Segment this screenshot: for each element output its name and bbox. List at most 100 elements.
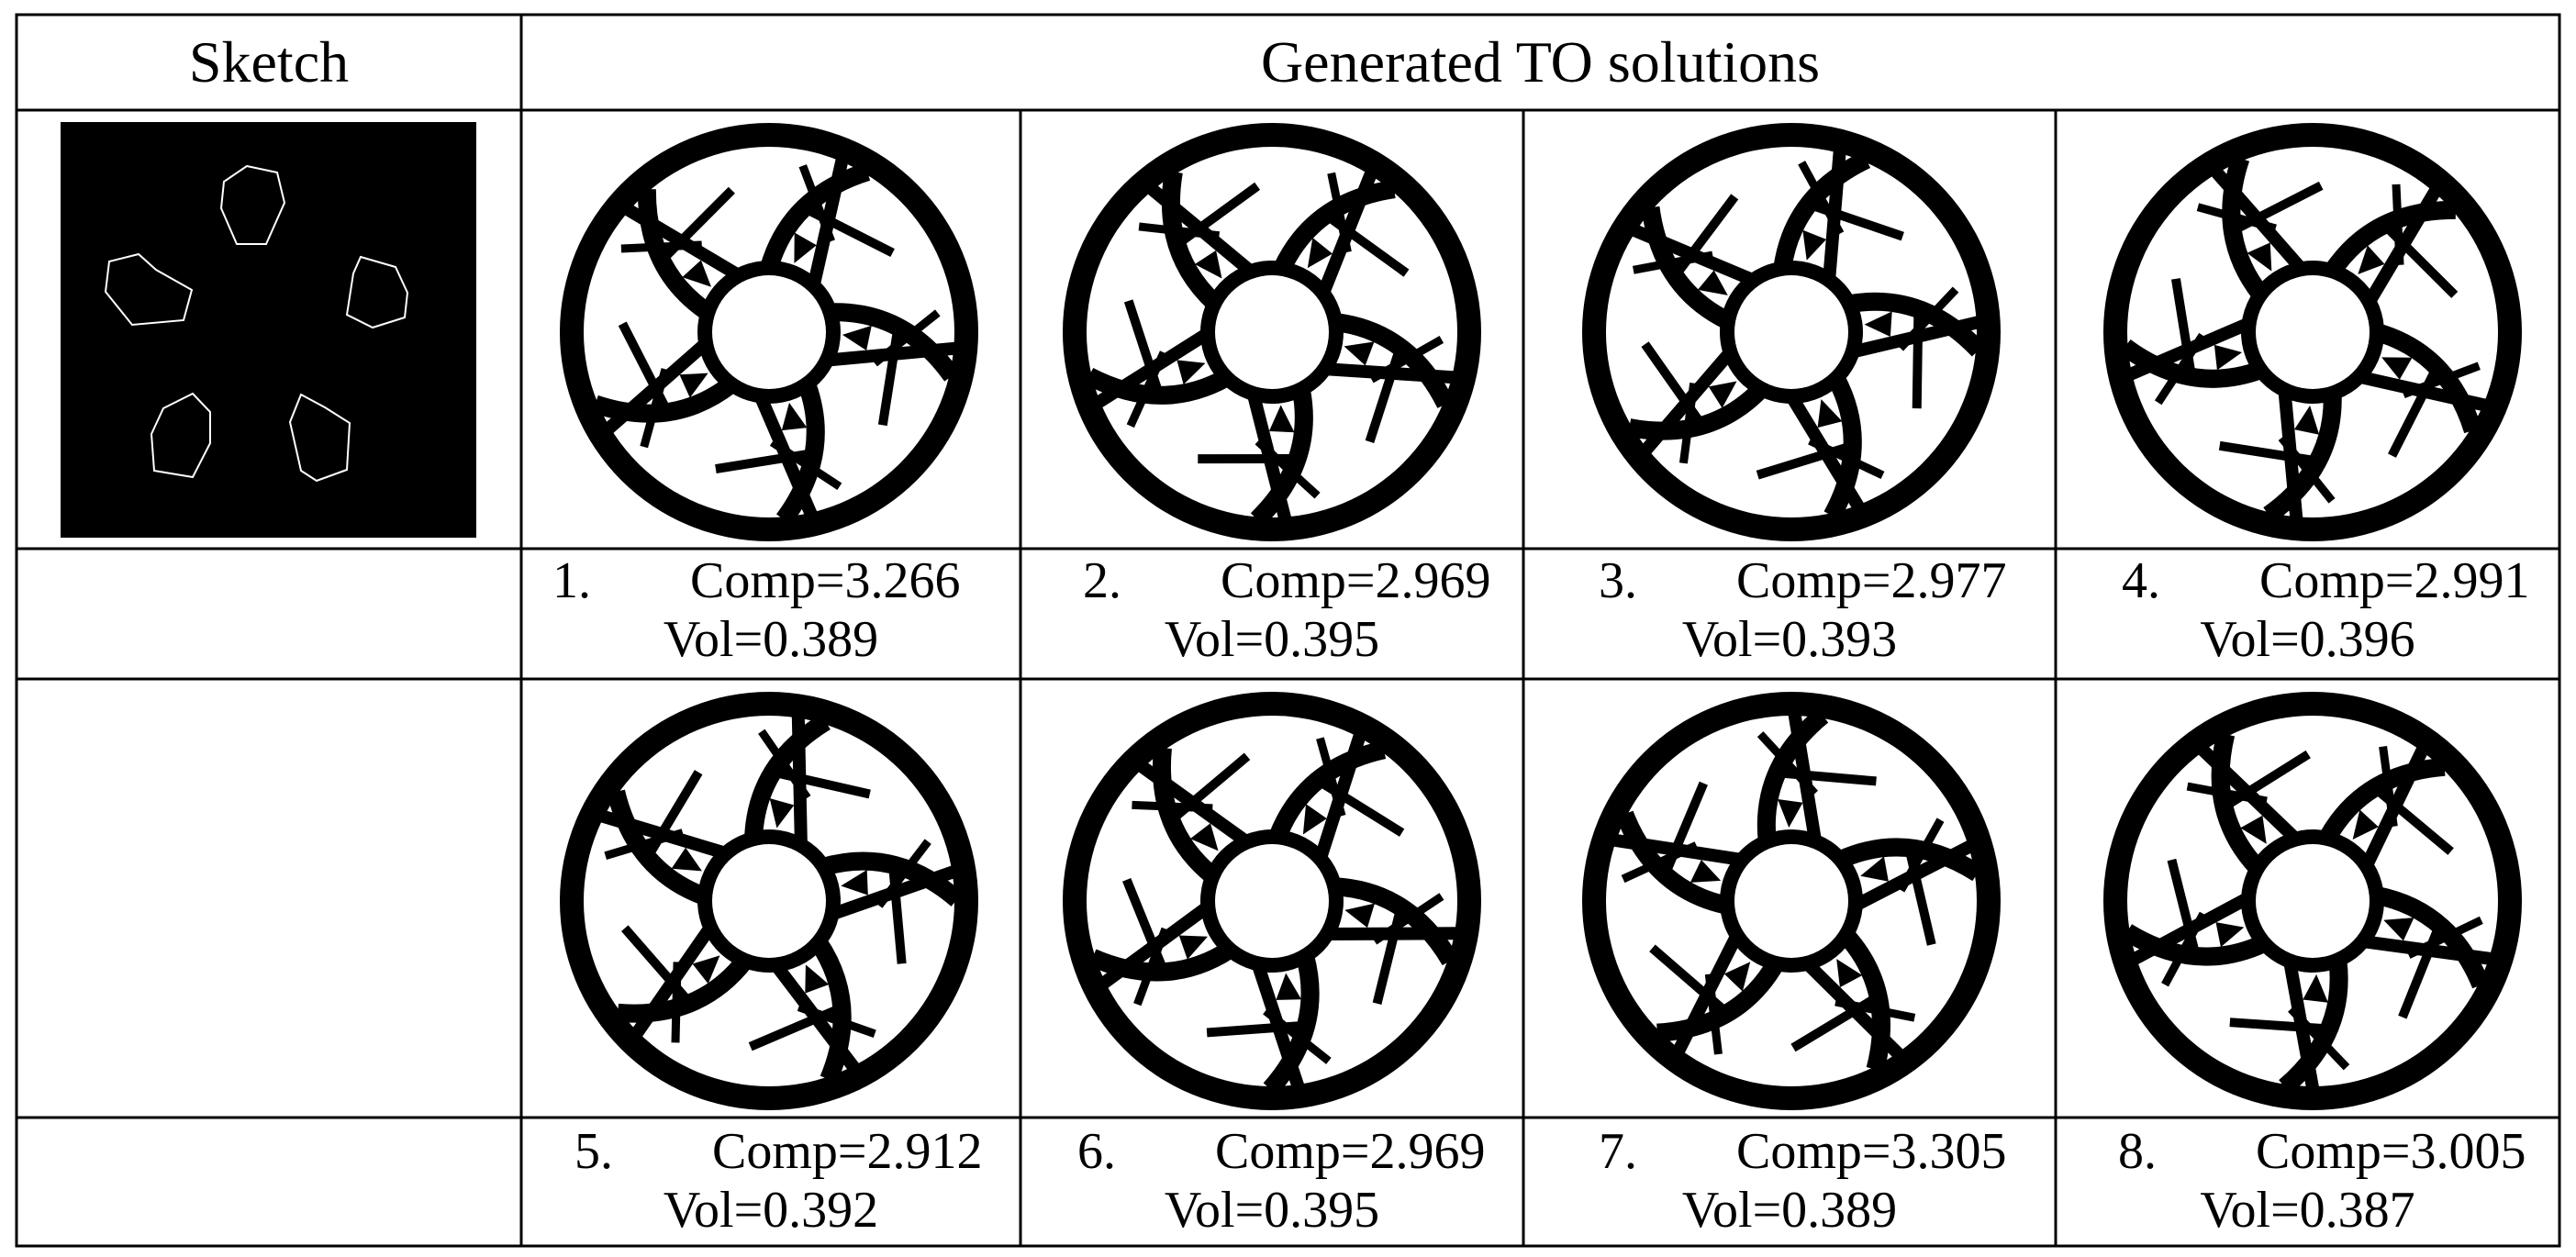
brace: [1126, 350, 1168, 428]
caption-index: 5.: [574, 1123, 613, 1180]
fillet: [2381, 357, 2413, 380]
caption-vol: Vol=0.395: [1164, 611, 1380, 668]
caption-index: 1.: [552, 552, 591, 609]
fillet: [2383, 918, 2414, 941]
caption-comp: Comp=2.969: [1221, 552, 1491, 609]
main-spoke: [744, 713, 831, 840]
main-spoke: [1656, 958, 1784, 1042]
main-spoke: [592, 376, 738, 423]
brace: [620, 240, 702, 253]
fillet: [2240, 815, 2267, 844]
brace: [1798, 161, 1845, 236]
main-spoke: [617, 954, 753, 1023]
main-spoke: [1773, 150, 1871, 271]
fillet: [2215, 922, 2245, 948]
caption-index: 3.: [1599, 552, 1637, 609]
brace: [604, 829, 685, 860]
main-spoke: [1756, 708, 1829, 843]
fillet: [1276, 973, 1302, 1000]
main-spoke: [830, 303, 960, 382]
main-spoke: [1641, 206, 1733, 329]
hub-hole: [2256, 844, 2370, 958]
sketch-background: [61, 122, 476, 538]
caption-vol: Vol=0.389: [663, 611, 879, 668]
sketch-outlines: [104, 164, 409, 483]
fillet: [679, 373, 708, 398]
caption-vol: Vol=0.395: [1164, 1182, 1380, 1239]
brace: [797, 1003, 876, 1038]
caption-vol: Vol=0.392: [663, 1182, 879, 1239]
fillet: [1268, 405, 1295, 433]
sketch-outline-right: [345, 255, 409, 329]
fillet: [1344, 903, 1375, 929]
fillet: [682, 260, 712, 287]
sketch-header-cell: Sketch: [17, 15, 521, 110]
main-spoke: [1273, 180, 1396, 273]
to-solution-image-6: [1063, 692, 1481, 1110]
caption-index: 2.: [1083, 552, 1121, 609]
brace: [2161, 911, 2207, 987]
fillet: [1817, 399, 1843, 428]
brace: [1678, 383, 1699, 464]
main-spoke: [2325, 200, 2457, 277]
fillet: [2294, 405, 2320, 435]
main-spoke: [1823, 373, 1862, 520]
main-spoke: [1085, 367, 1232, 405]
caption-vol: Vol=0.396: [2200, 611, 2415, 668]
main-spoke: [1162, 170, 1221, 310]
fillet: [1697, 270, 1728, 295]
fillet: [2352, 809, 2379, 840]
brace: [1621, 841, 1699, 884]
brace: [2288, 1006, 2350, 1071]
brace: [1133, 927, 1170, 1007]
fillet: [1778, 799, 1803, 829]
caption-vol: Vol=0.389: [1681, 1182, 1898, 1239]
fillet: [1344, 341, 1375, 366]
main-spoke: [1088, 941, 1235, 982]
generated-header: Generated TO solutions: [1260, 29, 1821, 95]
caption-7: 7.Comp=3.305 Vol=0.389: [1523, 1118, 2056, 1246]
main-spoke: [2374, 886, 2490, 989]
main-spoke: [2119, 339, 2264, 388]
caption-6: 6.Comp=2.969 Vol=0.395: [1020, 1118, 1523, 1246]
sketch-image: [61, 122, 476, 538]
to-solution-image-7: [1582, 692, 2001, 1110]
fillet: [671, 847, 702, 872]
fillet: [2303, 973, 2328, 1003]
sketch-outline-top: [219, 164, 286, 245]
fillet: [1723, 962, 1751, 992]
fillet: [1860, 856, 1889, 882]
caption-comp: Comp=3.266: [690, 552, 961, 609]
sketch-outline-left: [104, 252, 194, 327]
fillet: [1176, 360, 1206, 385]
caption-8: 8.Comp=3.005 Vol=0.387: [2056, 1118, 2559, 1246]
fillet: [1708, 381, 1737, 408]
fillet: [1189, 823, 1219, 851]
brace: [1756, 731, 1819, 796]
main-spoke: [2122, 924, 2269, 966]
fillet: [1302, 804, 1327, 835]
caption-comp: Comp=3.305: [1736, 1123, 2007, 1180]
caption-index: 6.: [1077, 1123, 1116, 1180]
brace: [1138, 222, 1221, 240]
caption-comp: Comp=2.991: [2259, 552, 2530, 609]
to-solution-image-5: [560, 692, 978, 1110]
brace: [1897, 286, 1959, 351]
main-spoke: [2374, 323, 2482, 434]
brace: [1372, 893, 1444, 945]
caption-4: 4. Comp=2.991 Vol=0.396: [2056, 549, 2559, 679]
brace: [758, 729, 811, 801]
brace: [2406, 916, 2483, 959]
fillet: [1194, 250, 1222, 279]
main-spoke: [2263, 393, 2342, 523]
caption-index: 4.: [2122, 552, 2160, 609]
fillet: [805, 964, 830, 994]
caption-vol: Vol=0.387: [2200, 1182, 2415, 1239]
fillet: [842, 325, 872, 350]
main-spoke: [1268, 740, 1387, 841]
brace: [1255, 438, 1321, 499]
fillet: [2247, 242, 2272, 272]
to-solution-image-8: [2103, 692, 2522, 1110]
